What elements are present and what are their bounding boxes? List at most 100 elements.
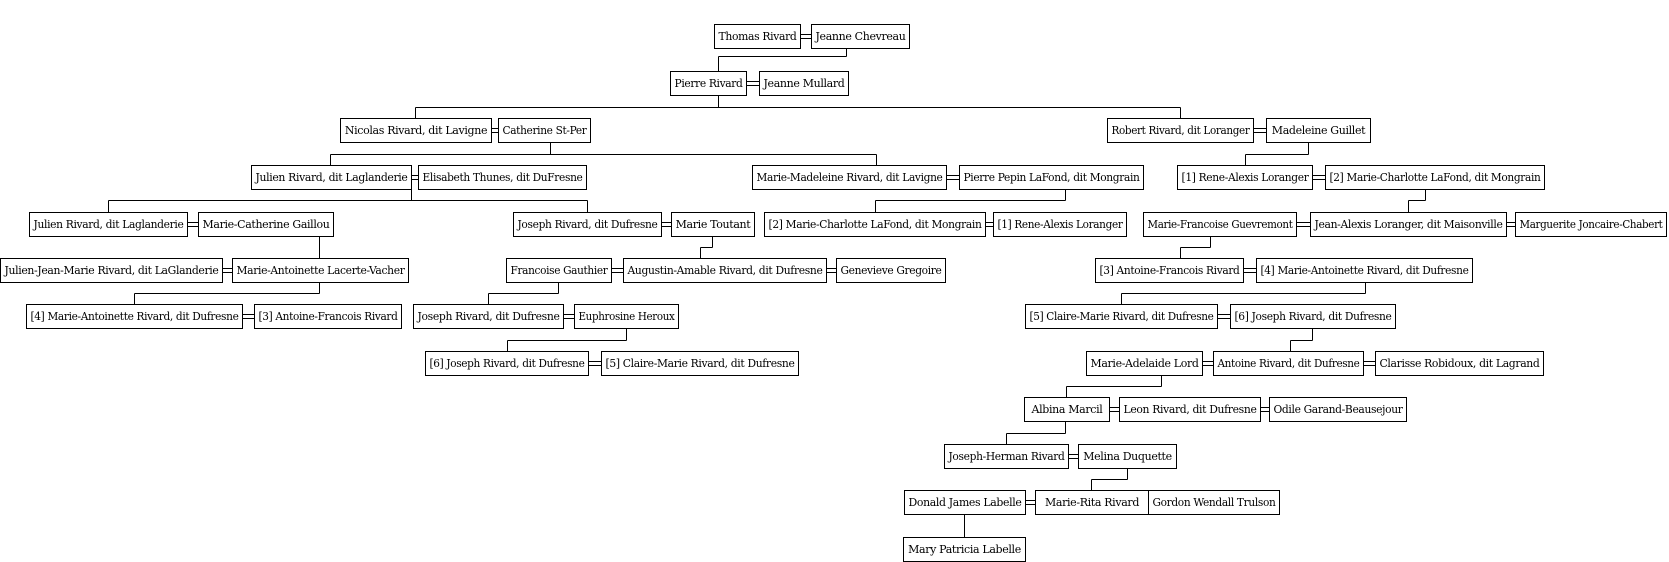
descent-lines bbox=[108, 48, 1426, 538]
person-box-frame bbox=[29, 212, 188, 237]
person-box-frame bbox=[670, 71, 747, 96]
marriage-connector bbox=[1312, 175, 1326, 180]
person-name: Joseph-Herman Rivard bbox=[948, 450, 1065, 463]
person-box-madeleine-guillet: Madeleine Guillet bbox=[1266, 118, 1371, 143]
person-name: Joseph Rivard, dit Dufresne bbox=[517, 218, 658, 231]
person-name: Euphrosine Heroux bbox=[579, 310, 676, 323]
person-name: Julien-Jean-Marie Rivard, dit LaGlanderi… bbox=[4, 264, 219, 277]
person-name: Donald James Labelle bbox=[909, 496, 1022, 509]
person-name: Jean-Alexis Loranger, dit Maisonville bbox=[1314, 218, 1503, 231]
marriage-connector bbox=[222, 268, 233, 273]
person-name: Albina Marcil bbox=[1031, 403, 1104, 416]
descent-line bbox=[134, 282, 320, 305]
descent-line bbox=[488, 282, 559, 305]
descent-line bbox=[1121, 282, 1366, 305]
marriage-connector bbox=[611, 268, 624, 273]
person-box-frame bbox=[904, 490, 1026, 515]
person-box-claire-marie-rivard-5b: [5] Claire-Marie Rivard, dit Dufresne bbox=[601, 351, 799, 376]
person-box-marie-charlotte-lafond-2: [2] Marie-Charlotte LaFond, dit Mongrain bbox=[1325, 165, 1545, 190]
person-box-frame bbox=[993, 212, 1127, 237]
person-box-frame bbox=[574, 304, 679, 329]
person-box-marie-rita-rivard: Marie-Rita Rivard bbox=[1035, 490, 1149, 515]
person-box-rene-alexis-loranger-1: [1] Rene-Alexis Loranger bbox=[1177, 165, 1313, 190]
person-box-frame bbox=[944, 444, 1069, 469]
person-box-frame bbox=[198, 212, 334, 237]
person-name: [3] Antoine-Francois Rivard bbox=[1100, 264, 1240, 277]
person-name: [1] Rene-Alexis Loranger bbox=[1182, 171, 1310, 184]
marriage-connector bbox=[1260, 407, 1270, 412]
person-box-frame bbox=[1266, 118, 1371, 143]
person-box-frame bbox=[251, 165, 412, 190]
marriage-connector bbox=[1109, 407, 1120, 412]
person-name: Thomas Rivard bbox=[719, 30, 797, 43]
person-box-frame bbox=[418, 165, 587, 190]
marriage-connector bbox=[746, 81, 760, 86]
person-box-antoine-francois-rivard-3b: [3] Antoine-Francois Rivard bbox=[254, 304, 402, 329]
person-box-marie-madeleine-rivard: Marie-Madeleine Rivard, dit Lavigne bbox=[752, 165, 947, 190]
person-name: Elisabeth Thunes, dit DuFresne bbox=[423, 171, 583, 184]
person-box-frame bbox=[1310, 212, 1507, 237]
person-name: Melina Duquette bbox=[1083, 450, 1172, 463]
descent-line bbox=[415, 95, 1181, 119]
person-box-frame bbox=[513, 212, 662, 237]
person-box-claire-marie-rivard-5: [5] Claire-Marie Rivard, dit Dufresne bbox=[1025, 304, 1218, 329]
person-name: Jeanne Mullard bbox=[763, 77, 845, 90]
person-box-nicolas-rivard: Nicolas Rivard, dit Lavigne bbox=[340, 118, 492, 143]
person-box-jeanne-chevreau: Jeanne Chevreau bbox=[811, 24, 910, 49]
person-box-elisabeth-thunes: Elisabeth Thunes, dit DuFresne bbox=[418, 165, 587, 190]
person-name: Marie-Madeleine Rivard, dit Lavigne bbox=[757, 171, 943, 184]
person-box-frame bbox=[26, 304, 243, 329]
descent-line bbox=[1245, 142, 1309, 166]
person-box-frame bbox=[1269, 397, 1407, 422]
person-box-frame bbox=[425, 351, 589, 376]
marriage-connector bbox=[1253, 128, 1267, 133]
marriage-connector bbox=[491, 128, 499, 133]
person-name: [6] Joseph Rivard, dit Dufresne bbox=[1235, 310, 1392, 323]
person-box-leon-rivard: Leon Rivard, dit Dufresne bbox=[1119, 397, 1261, 422]
person-box-frame bbox=[1177, 165, 1313, 190]
marriage-connector bbox=[800, 34, 812, 39]
descent-line bbox=[875, 189, 1066, 213]
marriage-connector bbox=[1217, 314, 1231, 319]
person-box-marie-antoinette-lacerte: Marie-Antoinette Lacerte-Vacher bbox=[232, 258, 409, 283]
person-box-julien-rivard-2: Julien Rivard, dit Laglanderie bbox=[29, 212, 188, 237]
person-name: Marguerite Joncaire-Chabert bbox=[1520, 218, 1664, 231]
person-name: Francoise Gauthier bbox=[511, 264, 609, 277]
marriage-connector bbox=[1243, 268, 1257, 273]
descent-line bbox=[507, 328, 627, 352]
person-name: [4] Marie-Antoinette Rivard, dit Dufresn… bbox=[31, 310, 239, 323]
person-box-marie-toutant: Marie Toutant bbox=[671, 212, 755, 237]
person-box-frame bbox=[1148, 490, 1280, 515]
marriage-connector bbox=[1202, 361, 1214, 366]
person-box-odile-garand: Odile Garand-Beausejour bbox=[1269, 397, 1407, 422]
person-box-frame bbox=[1325, 165, 1545, 190]
person-box-robert-rivard: Robert Rivard, dit Loranger bbox=[1107, 118, 1254, 143]
person-box-euphrosine-heroux: Euphrosine Heroux bbox=[574, 304, 679, 329]
person-box-frame bbox=[1078, 444, 1177, 469]
person-box-joseph-herman-rivard: Joseph-Herman Rivard bbox=[944, 444, 1069, 469]
marriage-connector bbox=[661, 222, 672, 227]
person-box-joseph-rivard-1: Joseph Rivard, dit Dufresne bbox=[513, 212, 662, 237]
person-name: Odile Garand-Beausejour bbox=[1274, 403, 1404, 416]
person-box-marie-catherine-gaillou: Marie-Catherine Gaillou bbox=[198, 212, 334, 237]
person-name: Catherine St-Per bbox=[503, 124, 588, 137]
person-name: Robert Rivard, dit Loranger bbox=[1112, 124, 1251, 137]
person-name: Joseph Rivard, dit Dufresne bbox=[417, 310, 560, 323]
person-box-marie-adelaide-lord: Marie-Adelaide Lord bbox=[1086, 351, 1203, 376]
marriage-connector bbox=[946, 175, 960, 180]
descent-line bbox=[330, 142, 877, 166]
person-box-frame bbox=[959, 165, 1144, 190]
person-box-donald-james-labelle: Donald James Labelle bbox=[904, 490, 1026, 515]
person-box-frame bbox=[752, 165, 947, 190]
person-name: Julien Rivard, dit Laglanderie bbox=[33, 218, 184, 231]
person-box-thomas-rivard: Thomas Rivard bbox=[714, 24, 801, 49]
person-box-joseph-rivard-6: [6] Joseph Rivard, dit Dufresne bbox=[1230, 304, 1396, 329]
person-name: [2] Marie-Charlotte LaFond, dit Mongrain bbox=[769, 218, 982, 231]
person-box-joseph-rivard-6b: [6] Joseph Rivard, dit Dufresne bbox=[425, 351, 589, 376]
person-name: Madeleine Guillet bbox=[1272, 124, 1366, 137]
person-name: Jeanne Chevreau bbox=[815, 30, 906, 43]
person-box-julien-rivard-1: Julien Rivard, dit Laglanderie bbox=[251, 165, 412, 190]
person-box-marie-antoinette-rivard-4: [4] Marie-Antoinette Rivard, dit Dufresn… bbox=[1256, 258, 1473, 283]
marriage-connector bbox=[1506, 222, 1516, 227]
person-box-frame bbox=[1375, 351, 1544, 376]
